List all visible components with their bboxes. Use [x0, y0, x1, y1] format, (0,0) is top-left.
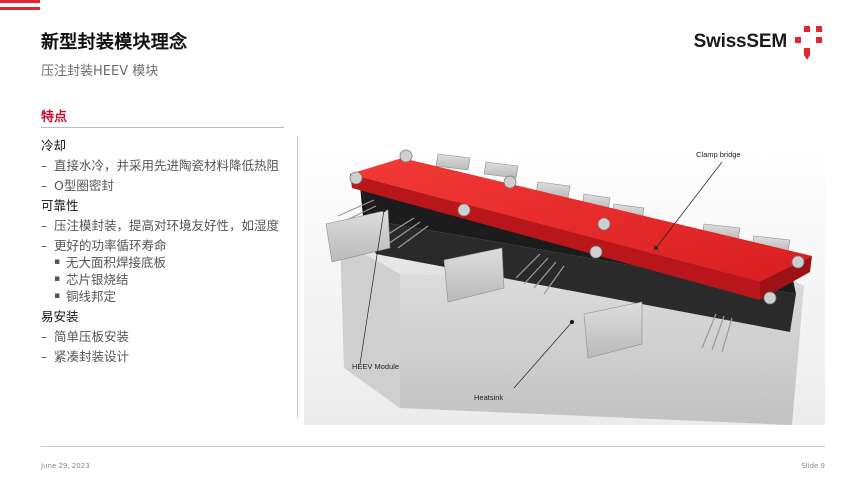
sub-list-item: ▪无大面积焊接底板	[54, 255, 167, 270]
logo-text: SwissSEM	[693, 31, 788, 52]
sub-list-item: ▪铜线邦定	[54, 289, 117, 304]
swiss-cross-logo-icon	[795, 26, 822, 60]
callout-heatsink: Heatsink	[474, 393, 504, 402]
vertical-divider	[297, 136, 298, 418]
sub-list-item: ▪芯片银烧结	[54, 272, 129, 287]
callout-heev-module: HEEV Module	[352, 362, 400, 371]
list-item: –直接水冷，并采用先进陶瓷材料降低热阻	[41, 158, 280, 173]
group-title-cooling: 冷却	[41, 138, 67, 153]
footer-date: June 29, 2023	[41, 462, 90, 470]
list-item: –更好的功率循环寿命	[41, 238, 167, 253]
features-heading: 特点	[41, 110, 68, 125]
screws	[349, 149, 805, 305]
list-item: –O型圈密封	[41, 178, 114, 193]
group-title-installation: 易安装	[41, 309, 79, 324]
front-terminals	[325, 209, 643, 359]
brand-stripes	[0, 0, 40, 14]
heev-module-illustration	[304, 136, 825, 425]
slide-number: Slide 9	[801, 462, 825, 470]
group-title-reliability: 可靠性	[41, 198, 79, 213]
page-subtitle: 压注封装HEEV 模块	[41, 64, 159, 79]
callout-leaders	[359, 161, 723, 389]
back-terminals	[435, 153, 791, 253]
list-item: –压注模封装，提高对环境友好性，如湿度	[41, 218, 280, 233]
footer-divider	[41, 446, 825, 447]
module-render-figure: Clamp bridge HEEV Module Heatsink	[304, 136, 825, 425]
list-item: –紧凑封装设计	[41, 349, 130, 364]
page-title: 新型封装模块理念	[41, 32, 188, 53]
callout-clamp-bridge: Clamp bridge	[696, 150, 741, 159]
feature-list: 冷却 –直接水冷，并采用先进陶瓷材料降低热阻 –O型圈密封 可靠性 –压注模封装…	[41, 134, 293, 365]
heading-divider	[41, 127, 284, 128]
front-pins	[333, 199, 733, 353]
list-item: –简单压板安装	[41, 329, 130, 344]
company-logo: SwissSEM	[694, 26, 827, 60]
